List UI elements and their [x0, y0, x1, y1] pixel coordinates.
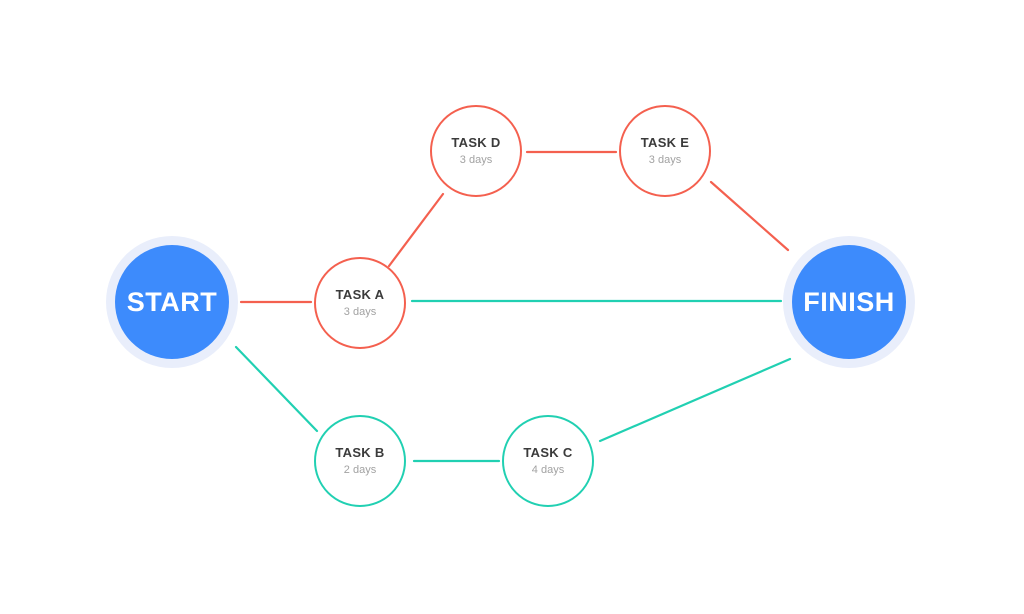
node-start-label: START [126, 286, 218, 317]
node-task-a[interactable]: TASK A 3 days [314, 257, 406, 349]
node-task-b-title: TASK B [335, 445, 385, 461]
node-start-core: START [115, 245, 229, 359]
node-task-b[interactable]: TASK B 2 days [314, 415, 406, 507]
edge-taskA-taskD [387, 192, 445, 268]
node-finish-label: FINISH [803, 286, 895, 317]
node-task-d[interactable]: TASK D 3 days [430, 105, 522, 197]
node-task-d-title: TASK D [451, 135, 501, 151]
node-task-c-duration: 4 days [531, 463, 565, 476]
edge-taskC-finish [598, 357, 792, 443]
node-finish-core: FINISH [792, 245, 906, 359]
node-task-e-title: TASK E [640, 135, 690, 151]
node-task-a-duration: 3 days [343, 305, 377, 318]
node-finish[interactable]: FINISH [783, 236, 915, 368]
node-task-e-duration: 3 days [648, 153, 682, 166]
edge-taskE-finish [709, 180, 790, 252]
node-task-c[interactable]: TASK C 4 days [502, 415, 594, 507]
node-task-d-duration: 3 days [459, 153, 493, 166]
node-task-c-title: TASK C [523, 445, 573, 461]
node-task-a-title: TASK A [335, 287, 385, 303]
edge-start-taskB [234, 345, 319, 433]
node-task-e[interactable]: TASK E 3 days [619, 105, 711, 197]
node-start[interactable]: START [106, 236, 238, 368]
node-task-b-duration: 2 days [343, 463, 377, 476]
